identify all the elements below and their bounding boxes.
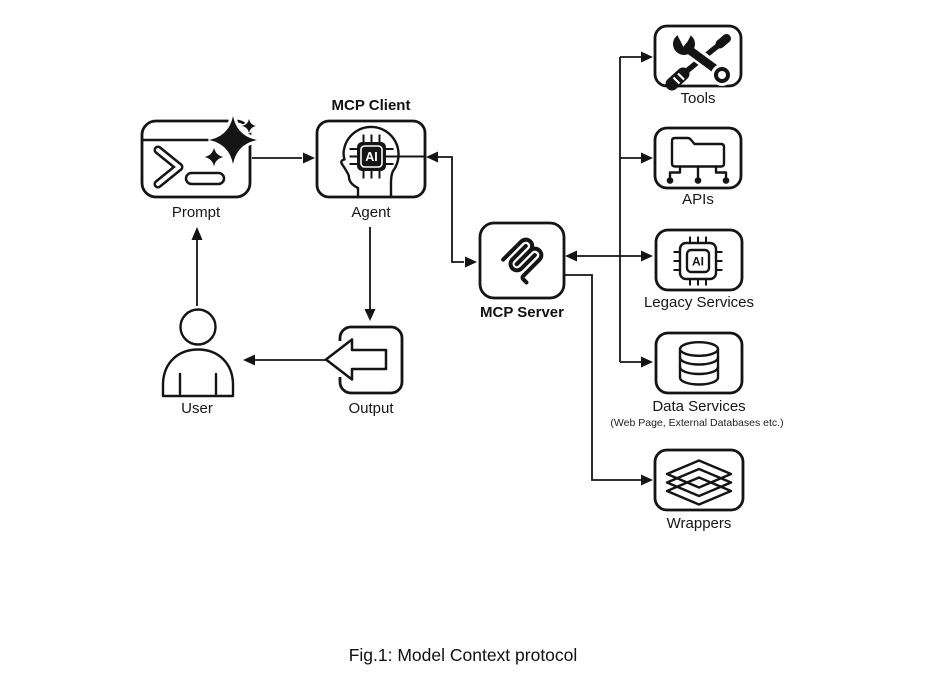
- user-icon: [161, 308, 235, 398]
- node-legacy-services: AI Legacy Services: [644, 228, 754, 311]
- arrow-trunk-to-data-services: [620, 356, 653, 368]
- node-prompt: Prompt: [140, 115, 258, 221]
- ai-chip-icon: AI: [673, 236, 723, 286]
- layers-icon: [665, 459, 733, 506]
- legacy-chip-text: AI: [692, 255, 704, 269]
- apis-label: APIs: [682, 191, 714, 208]
- node-user: User: [161, 308, 235, 417]
- arrow-output-to-user: [243, 354, 326, 366]
- arrow-trunk-to-apis: [620, 152, 653, 164]
- arrow-user-to-prompt: [191, 227, 203, 306]
- node-data-services: Data Services (Web Page, External Databa…: [610, 331, 784, 429]
- arrow-prompt-to-client: [252, 152, 315, 164]
- tools-label: Tools: [680, 90, 715, 107]
- prompt-label: Prompt: [172, 204, 221, 221]
- arrow-left-box-icon: [324, 338, 388, 381]
- output-label: Output: [348, 400, 394, 417]
- user-label: User: [181, 400, 213, 417]
- mcp-client-title: MCP Client: [332, 97, 411, 114]
- wrench-screwdriver-icon: [665, 29, 733, 91]
- folder-network-icon: [666, 136, 730, 184]
- client-chip-text: AI: [365, 150, 378, 164]
- node-tools: Tools: [653, 24, 743, 107]
- arrow-agent-to-output: [364, 227, 376, 321]
- node-apis: APIs: [653, 126, 743, 208]
- sparkle-large: [208, 115, 258, 165]
- terminal-sparkle-icon: [141, 115, 258, 189]
- database-icon: [678, 341, 720, 386]
- legacy-services-label: Legacy Services: [644, 294, 754, 311]
- node-wrappers: Wrappers: [653, 448, 745, 532]
- wrappers-label: Wrappers: [667, 515, 732, 532]
- arrow-server-to-wrappers: [564, 274, 653, 486]
- node-output: Output: [324, 325, 404, 417]
- arrow-server-legacy-two-way: [565, 250, 653, 262]
- data-services-sublabel: (Web Page, External Databases etc.): [610, 417, 783, 429]
- wrappers-box: [653, 448, 745, 512]
- data-services-label: Data Services: [652, 398, 745, 415]
- node-mcp-server: MCP Server: [478, 221, 566, 321]
- figure-caption: Fig.1: Model Context protocol: [349, 645, 578, 665]
- agent-label: Agent: [351, 204, 391, 221]
- node-mcp-client: MCP Client AI Agent: [315, 97, 427, 221]
- arrow-trunk-to-tools: [620, 51, 653, 63]
- sparkle-small: [204, 147, 224, 167]
- mcp-logo-icon: [501, 237, 544, 285]
- head-ai-chip-icon: AI: [340, 125, 425, 199]
- sparkle-tiny: [241, 118, 257, 134]
- legacy-services-box: [654, 228, 744, 292]
- mcp-server-title: MCP Server: [480, 304, 564, 321]
- arrow-client-server-two-way: [426, 151, 477, 268]
- data-services-box: [654, 331, 744, 395]
